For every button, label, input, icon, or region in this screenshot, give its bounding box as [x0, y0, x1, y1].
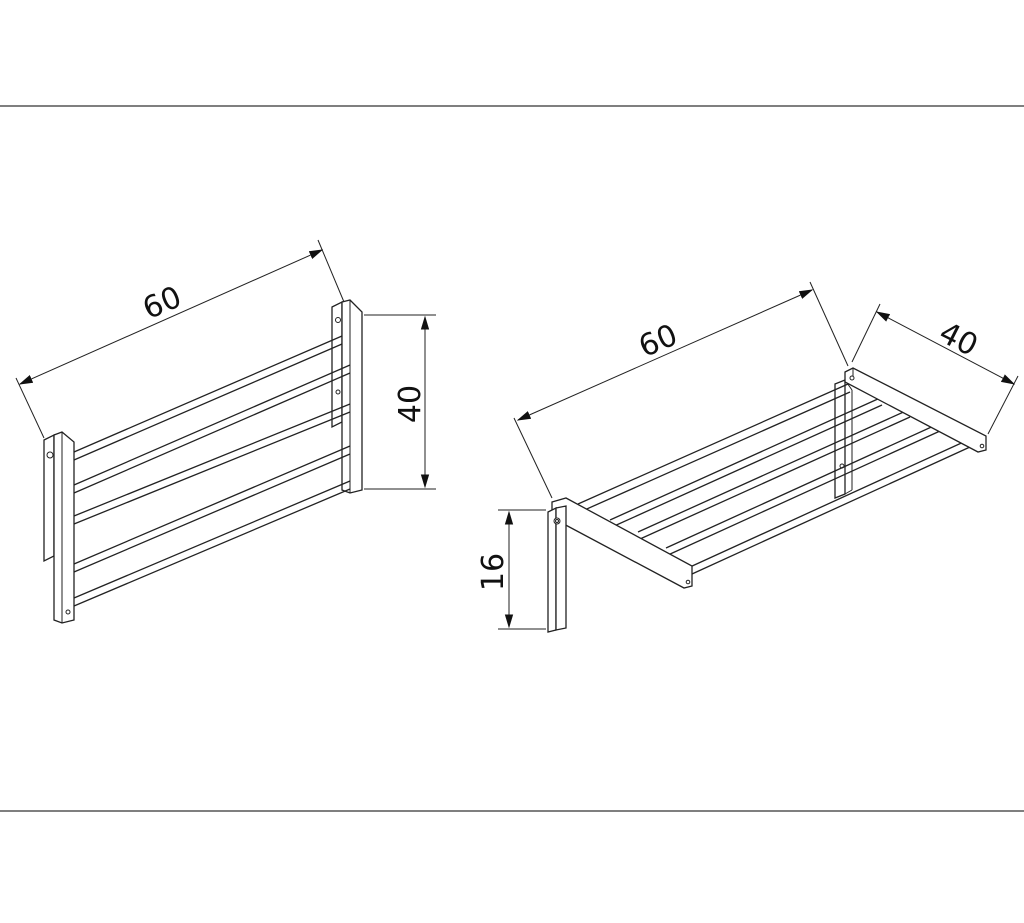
- right-width-dimension-line: [516, 289, 814, 421]
- right-side-frame: [341, 299, 363, 494]
- left-width-extension-2: [317, 239, 345, 303]
- right-front-bracket-backplate: [547, 506, 557, 633]
- right-width-extension-2: [809, 281, 849, 367]
- left-view-rack: 60 40: [15, 239, 436, 624]
- left-width-dimension-line: [18, 249, 324, 385]
- front-arm-end-hole: [685, 579, 691, 585]
- right-front-arm: [551, 497, 693, 589]
- left-screw-hole: [46, 451, 54, 459]
- right-width-label: 60: [634, 318, 683, 365]
- right-back-arm: [844, 367, 987, 453]
- left-width-extension-1: [15, 377, 45, 439]
- left-width-label: 60: [138, 280, 187, 327]
- right-depth-dimension-line: [875, 311, 1016, 385]
- left-side-frame: [53, 431, 75, 624]
- right-depth-label: 40: [933, 315, 983, 364]
- right-height-label: 16: [476, 553, 511, 591]
- right-width-extension-1: [513, 417, 553, 499]
- left-frame-hole: [65, 609, 71, 615]
- left-height-label: 40: [393, 385, 428, 423]
- right-lower-hole: [335, 389, 341, 395]
- back-arm-end-hole: [979, 443, 985, 449]
- right-depth-extension-1: [851, 303, 881, 363]
- back-arm-pivot: [849, 375, 855, 381]
- left-view-rails: [73, 335, 351, 607]
- right-view-rack: 60 40 16: [476, 281, 1019, 633]
- right-front-bracket: [555, 505, 567, 631]
- right-screw-hole: [335, 317, 341, 323]
- right-depth-extension-2: [987, 375, 1019, 435]
